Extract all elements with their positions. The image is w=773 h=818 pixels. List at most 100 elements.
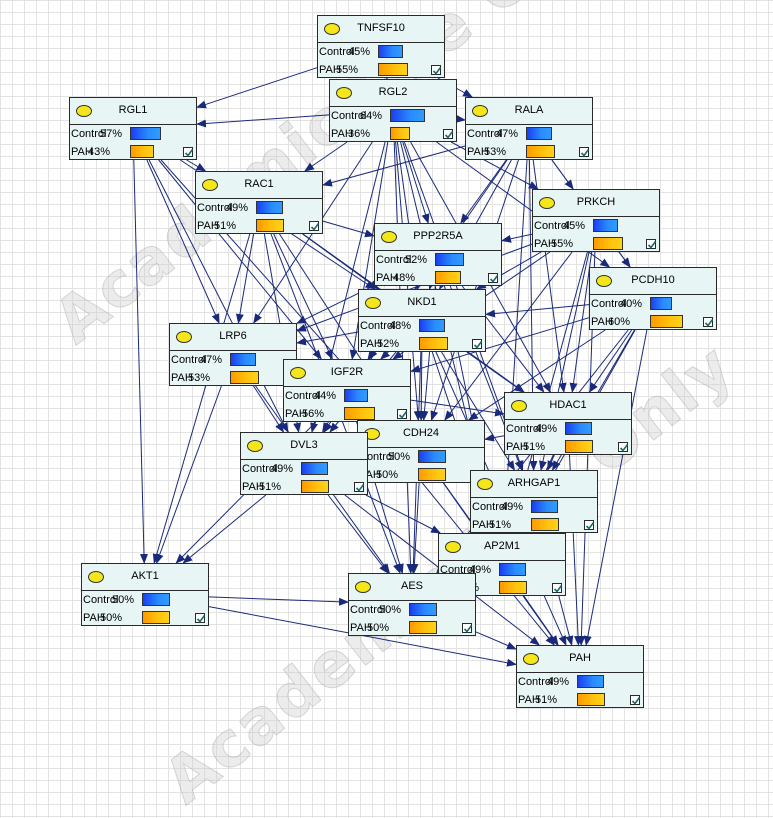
probability-bar — [301, 480, 329, 493]
node-name: CDH24 — [358, 427, 484, 439]
edge-rgl2-to-rala — [457, 119, 465, 120]
edge-aes-to-pah — [476, 632, 516, 649]
state-percent: 49% — [529, 676, 569, 688]
probability-bar — [577, 693, 605, 706]
checkbox[interactable] — [397, 409, 407, 419]
edge-prkch-to-ppp2r5a — [502, 234, 532, 240]
state-percent: 51% — [517, 694, 557, 706]
probability-bar — [418, 450, 446, 463]
state-percent: 49% — [517, 423, 557, 435]
probability-bar — [499, 563, 526, 576]
checkbox[interactable] — [584, 520, 594, 530]
edge-tnfsf10-to-rgl1 — [197, 68, 317, 108]
checkbox[interactable] — [354, 482, 364, 492]
state-percent: 51% — [505, 441, 545, 453]
checkbox[interactable] — [630, 695, 640, 705]
checkbox[interactable] — [462, 623, 472, 633]
edge-hdac1-to-cdh24 — [485, 436, 504, 440]
edge-rgl2-to-rac1 — [305, 142, 347, 171]
probability-bar — [565, 422, 592, 435]
state-percent: 53% — [170, 372, 210, 384]
node-header: CDH24 — [358, 421, 484, 448]
edge-rala-to-rac1 — [323, 146, 465, 185]
probability-bar — [650, 297, 672, 310]
node-name: AES — [349, 580, 475, 592]
node-name: DVL3 — [241, 439, 367, 451]
node-name: TNFSF10 — [318, 22, 444, 34]
checkbox[interactable] — [703, 317, 713, 327]
state-percent: 47% — [182, 354, 222, 366]
checkbox[interactable] — [431, 65, 441, 75]
probability-bar — [650, 315, 683, 328]
checkbox[interactable] — [309, 221, 319, 231]
network-canvas: Academic Use Only Academic Use Only TNFS… — [0, 0, 773, 752]
probability-bar — [142, 611, 170, 624]
probability-bar — [378, 63, 408, 76]
probability-bar — [256, 219, 284, 232]
node-header: RALA — [466, 98, 592, 125]
state-percent: 50% — [82, 612, 122, 624]
state-percent: 51% — [196, 220, 236, 232]
checkbox[interactable] — [646, 239, 656, 249]
checkbox[interactable] — [183, 147, 193, 157]
state-percent: 36% — [330, 128, 370, 140]
node-header: LRP6 — [170, 324, 296, 351]
checkbox[interactable] — [488, 273, 498, 283]
checkbox[interactable] — [195, 613, 205, 623]
state-percent: 48% — [371, 320, 411, 332]
edge-akt1-to-aes — [209, 597, 348, 602]
checkbox[interactable] — [443, 129, 453, 139]
node-name: AKT1 — [82, 570, 208, 582]
state-percent: 48% — [375, 272, 415, 284]
probability-bar — [390, 127, 410, 140]
probability-bar — [390, 109, 425, 122]
state-percent: 49% — [483, 501, 523, 513]
checkbox[interactable] — [472, 339, 482, 349]
probability-bar — [130, 127, 161, 140]
probability-bar — [230, 371, 259, 384]
checkbox[interactable] — [552, 583, 562, 593]
probability-bar — [409, 603, 437, 616]
probability-bar — [593, 237, 623, 250]
node-header: AKT1 — [82, 564, 208, 591]
node-header: NKD1 — [359, 290, 485, 317]
node-name: RGL2 — [330, 86, 456, 98]
node-name: AP2M1 — [439, 540, 565, 552]
checkbox[interactable] — [618, 442, 628, 452]
checkbox[interactable] — [579, 147, 589, 157]
edge-rac1-to-ppp2r5a — [323, 221, 374, 236]
node-header: AP2M1 — [439, 534, 565, 561]
